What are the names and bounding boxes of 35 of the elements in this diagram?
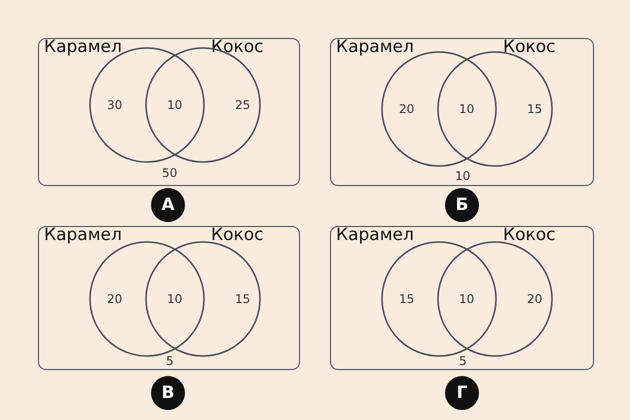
count-label: 20	[107, 292, 122, 306]
venn-panel	[330, 38, 594, 186]
circle-label: Карамел	[44, 224, 122, 246]
count-label: 5	[166, 354, 174, 368]
letter-badge: Б	[445, 188, 479, 222]
count-label: 15	[527, 102, 542, 116]
intersection-count: 10	[167, 98, 182, 112]
count-label: 20	[527, 292, 542, 306]
count-label: 5	[459, 354, 467, 368]
circle-label: Кокос	[503, 36, 556, 58]
letter-badge: А	[151, 188, 185, 222]
count-label: 25	[235, 98, 250, 112]
venn-circle	[437, 241, 553, 357]
intersection-count: 10	[167, 292, 182, 306]
intersection-count: 10	[459, 102, 474, 116]
count-label: 50	[162, 166, 178, 180]
count-label: 10	[455, 169, 470, 183]
venn-panel	[38, 226, 300, 370]
count-label: 20	[399, 102, 414, 116]
venn-panel	[330, 226, 594, 370]
count-label: 30	[107, 98, 122, 112]
count-label: 15	[235, 292, 250, 306]
circle-label: Карамел	[336, 224, 414, 246]
venn-circle	[437, 51, 553, 167]
count-label: 15	[399, 292, 414, 306]
circle-label: Карамел	[336, 36, 414, 58]
circle-label: Карамел	[44, 36, 122, 58]
circle-label: Кокос	[211, 224, 264, 246]
intersection-count: 10	[459, 292, 474, 306]
circle-label: Кокос	[211, 36, 264, 58]
venn-circle	[145, 241, 261, 357]
letter-badge: Г	[445, 376, 479, 410]
venn-panel	[38, 38, 300, 186]
circle-label: Кокос	[503, 224, 556, 246]
letter-badge: В	[151, 376, 185, 410]
